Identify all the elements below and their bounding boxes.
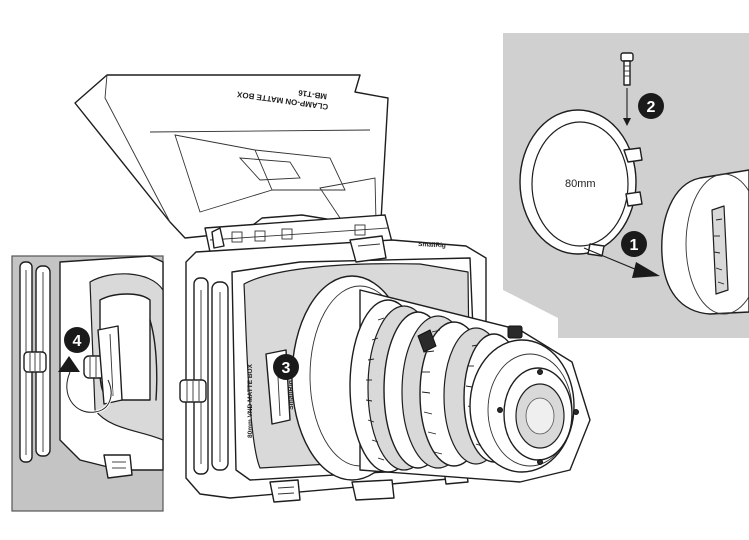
adapter-ring-label: 80mm [565, 178, 596, 190]
svg-text:4: 4 [73, 333, 82, 350]
step-marker-1: 1 [621, 231, 647, 257]
svg-text:1: 1 [630, 237, 639, 254]
cine-lens [291, 275, 591, 483]
screw-icon [620, 52, 634, 126]
svg-text:3: 3 [282, 360, 291, 377]
side-print: 80mm VND MATTE BOX [247, 363, 254, 438]
svg-text:2: 2 [647, 99, 656, 116]
step-marker-2: 2 [638, 93, 664, 119]
brand-print-top: SmallRig [418, 241, 446, 249]
rotate-arrow-icon [58, 356, 80, 372]
inset-panel [11, 255, 164, 512]
flag-model: MB-T16 [297, 88, 327, 101]
step-marker-4: 4 [64, 327, 90, 353]
step-marker-3: 3 [273, 354, 299, 380]
adapter-ring: 80mm [519, 109, 643, 257]
top-flag [74, 74, 393, 253]
brand-print-side: SmallRig [288, 380, 295, 410]
lens-partial-right [661, 169, 749, 315]
arrow-icon [583, 247, 660, 278]
